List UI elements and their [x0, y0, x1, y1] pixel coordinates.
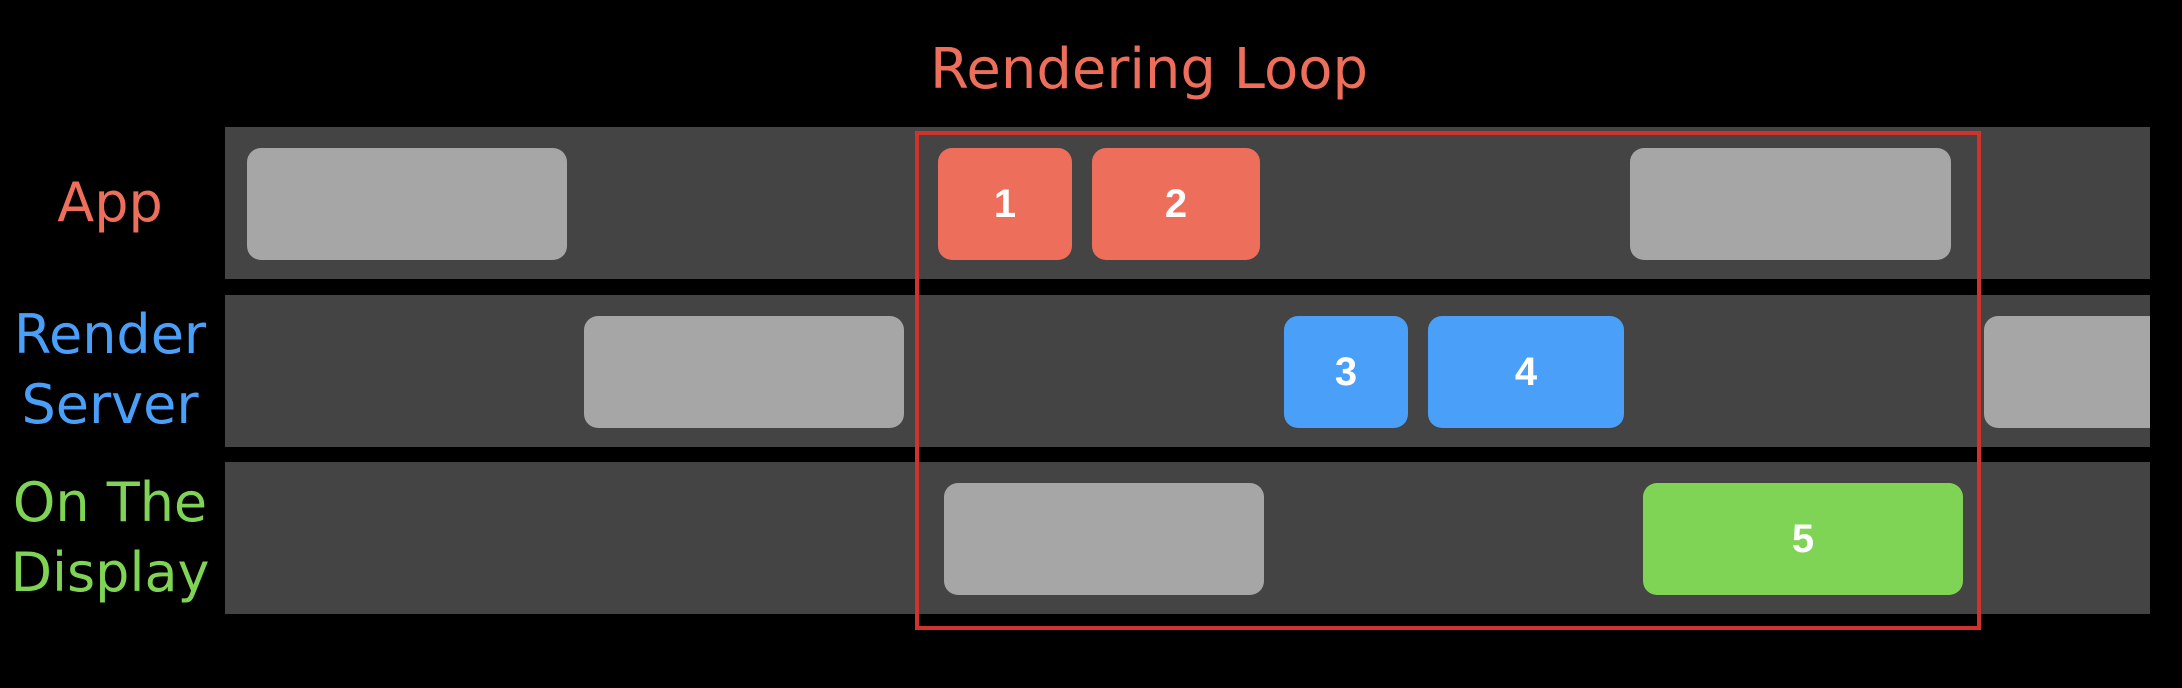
row-label-app-text: App — [57, 171, 163, 234]
row-label-display-line1: On The — [12, 471, 208, 534]
idle-block — [944, 483, 1264, 595]
step-block-5: 5 — [1643, 483, 1963, 595]
lane-app: 1 2 — [225, 127, 2150, 279]
step-block-1: 1 — [938, 148, 1072, 260]
step-label-3: 3 — [1334, 349, 1358, 394]
row-label-render-server: Render Server — [0, 300, 220, 440]
lane-display: 5 — [225, 462, 2150, 614]
lane-render-server: 3 4 — [225, 295, 2150, 447]
idle-block — [247, 148, 567, 260]
row-label-render-server-line2: Server — [21, 373, 199, 436]
step-label-2: 2 — [1164, 181, 1188, 226]
step-label-4: 4 — [1514, 349, 1538, 394]
idle-block — [1984, 316, 2150, 428]
diagram-title: Rendering Loop — [930, 37, 1369, 102]
step-block-4: 4 — [1428, 316, 1624, 428]
step-block-2: 2 — [1092, 148, 1260, 260]
step-label-5: 5 — [1791, 516, 1815, 561]
idle-block — [584, 316, 904, 428]
step-block-3: 3 — [1284, 316, 1408, 428]
idle-block — [1630, 148, 1951, 260]
row-label-display-line2: Display — [10, 541, 210, 604]
step-label-1: 1 — [993, 181, 1017, 226]
row-label-render-server-line1: Render — [13, 303, 207, 366]
row-label-app: App — [0, 168, 220, 238]
row-label-display: On The Display — [0, 468, 220, 608]
